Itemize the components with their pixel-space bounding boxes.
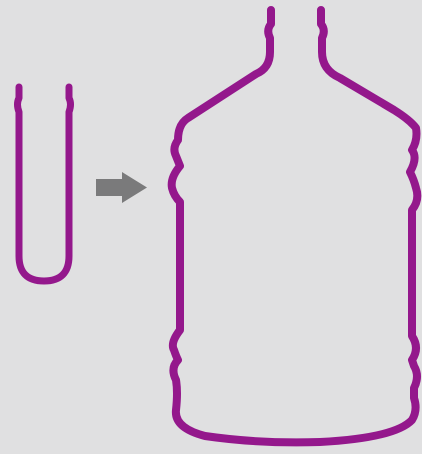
- water-bottle-icon: [167, 6, 422, 447]
- preform-icon: [14, 83, 74, 285]
- arrow-right-icon: [96, 172, 147, 203]
